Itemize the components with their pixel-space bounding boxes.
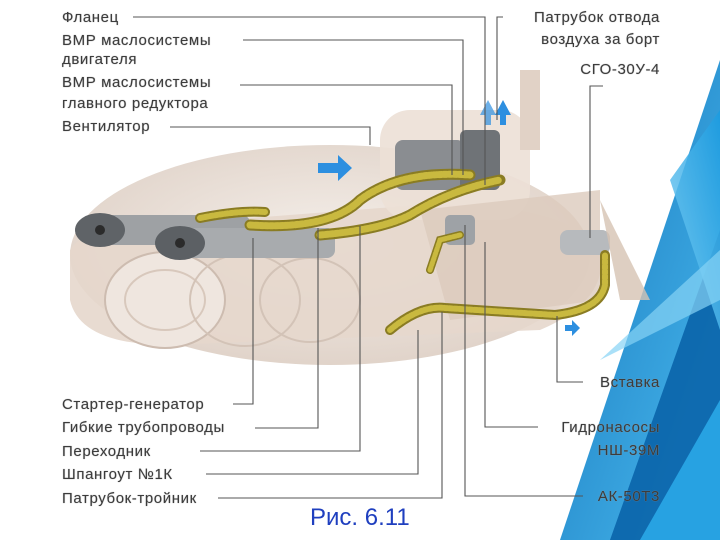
label-hydropumps-line2: НШ-39М [597,442,660,459]
label-vmr-gearbox-line1: ВМР маслосистемы [62,74,212,91]
label-sgo: СГО-30У-4 [580,61,660,78]
label-vmr-engine-line1: ВМР маслосистемы [62,32,212,49]
figure-caption: Рис. 6.11 [310,504,410,531]
label-hydropumps-line1: Гидронасосы [561,419,660,436]
label-flexible-hoses: Гибкие трубопроводы [62,419,225,436]
label-vmr-engine-line2: двигателя [62,51,138,68]
hoses [195,168,610,335]
label-frame: Шпангоут №1К [62,466,173,483]
label-vmr-gearbox-line2: главного редуктора [62,95,209,112]
airflow-arrows [318,100,580,336]
label-adapter: Переходник [62,443,151,460]
label-vstavka: Вставка [600,374,660,391]
label-starter-generator: Стартер-генератор [62,396,205,413]
leader-lines [133,16,603,499]
label-tee: Патрубок-тройник [62,490,197,507]
label-ak: АК-50Т3 [597,488,660,505]
label-air-outlet-line2: воздуха за борт [541,31,660,48]
label-ventilator: Вентилятор [62,118,151,135]
label-flanec: Фланец [62,9,119,26]
label-air-outlet-line1: Патрубок отвода [534,9,660,26]
starter-generators [75,213,335,260]
